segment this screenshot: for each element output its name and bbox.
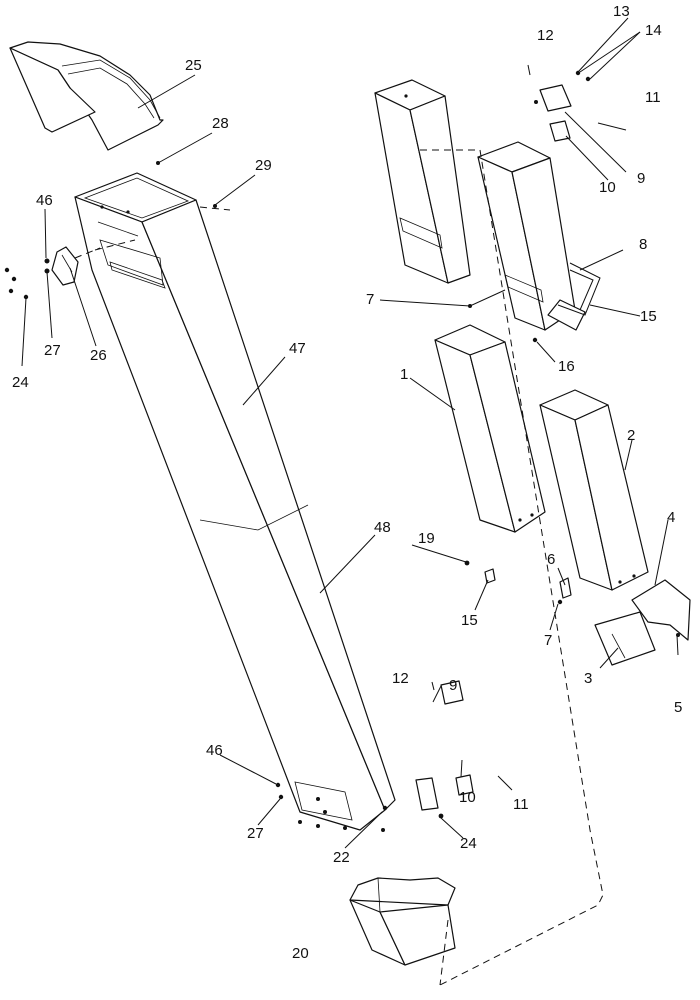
part-26-bracket [4, 246, 101, 300]
part-2-tube [539, 389, 649, 591]
callout-10-top: 10 [599, 179, 616, 196]
callout-25: 25 [185, 57, 202, 74]
callout-4: 4 [667, 509, 675, 526]
callout-27-bottom: 27 [247, 825, 264, 842]
routing-lines [94, 149, 604, 986]
callout-48: 48 [374, 519, 391, 536]
callout-29: 29 [255, 157, 272, 174]
callout-labels: 25 28 29 46 27 26 24 47 48 46 27 22 24 2… [12, 3, 682, 962]
callout-16: 16 [558, 358, 575, 375]
part-1-tube [434, 324, 546, 533]
callout-11-bottom: 11 [513, 796, 529, 813]
callout-47: 47 [289, 340, 306, 357]
callout-9-bottom: 9 [449, 677, 457, 694]
callout-15-bottom: 15 [461, 612, 478, 629]
callout-24-top: 24 [12, 374, 29, 391]
part-47-48-tube [74, 172, 396, 832]
callout-10-bottom: 10 [459, 789, 476, 806]
callout-28: 28 [212, 115, 229, 132]
part-20-boot [349, 877, 456, 966]
leader-lines [21, 17, 669, 849]
callout-7-top: 7 [366, 291, 374, 308]
callout-3: 3 [584, 670, 592, 687]
callout-27-top: 27 [44, 342, 61, 359]
upper-cup-left [374, 79, 471, 284]
callout-11-top: 11 [645, 89, 661, 106]
callout-14: 14 [645, 22, 662, 39]
callout-46-top: 46 [36, 192, 53, 209]
callout-5: 5 [674, 699, 682, 716]
callout-22: 22 [333, 849, 350, 866]
callout-2: 2 [627, 427, 635, 444]
callout-24-bottom: 24 [460, 835, 477, 852]
callout-19: 19 [418, 530, 435, 547]
callout-6: 6 [547, 551, 555, 568]
callout-20: 20 [292, 945, 309, 962]
callout-26: 26 [90, 347, 107, 364]
callout-9-top: 9 [637, 170, 645, 187]
part-25-hood [9, 41, 164, 151]
part-3-4-shields [594, 579, 691, 666]
callout-46-bottom: 46 [206, 742, 223, 759]
lower-hardware [275, 680, 513, 819]
callout-12-top: 12 [537, 27, 554, 44]
callout-8: 8 [639, 236, 647, 253]
callout-15-top: 15 [640, 308, 657, 325]
callout-7-bottom: 7 [544, 632, 552, 649]
top-hardware [527, 64, 627, 142]
callout-1: 1 [400, 366, 408, 383]
callout-13: 13 [613, 3, 630, 20]
upper-cup-right [477, 141, 601, 343]
callout-12-bottom: 12 [392, 670, 409, 687]
